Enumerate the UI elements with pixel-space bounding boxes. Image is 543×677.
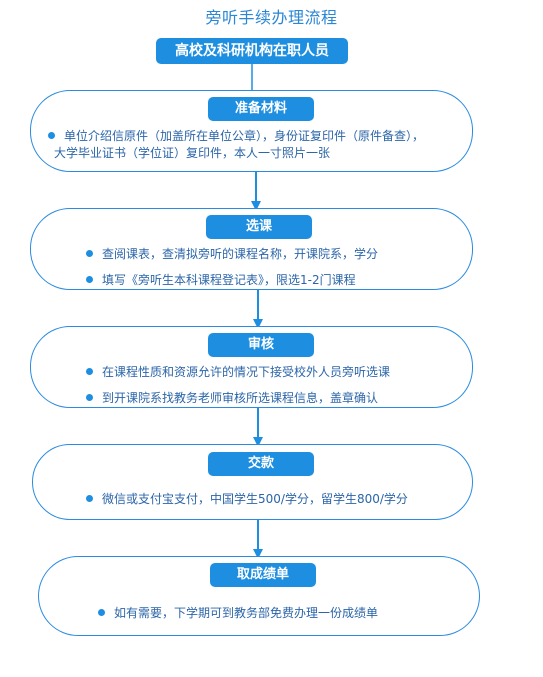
step-item-text: 填写《旁听生本科课程登记表》，限选1-2门课程 (102, 273, 356, 287)
step-label-transcript: 取成绩单 (210, 563, 316, 587)
bullet-dot (86, 276, 93, 283)
step-item-materials-1-cont: 大学毕业证书（学位证）复印件，本人一寸照片一张 (54, 146, 331, 160)
bullet-dot (86, 394, 93, 401)
step-item-course-selection-2: 填写《旁听生本科课程登记表》，限选1-2门课程 (86, 272, 356, 289)
step-item-text: 如有需要，下学期可到教务部免费办理一份成绩单 (114, 606, 379, 620)
step-label-review: 审核 (208, 333, 314, 357)
step-item-transcript-1: 如有需要，下学期可到教务部免费办理一份成绩单 (98, 605, 378, 622)
step-item-text: 微信或支付宝支付，中国学生500/学分，留学生800/学分 (102, 492, 408, 506)
bullet-dot (86, 250, 93, 257)
step-item-text: 查阅课表，查清拟旁听的课程名称，开课院系，学分 (102, 247, 379, 261)
step-label-payment: 交款 (208, 452, 314, 476)
step-item-review-1: 在课程性质和资源允许的情况下接受校外人员旁听选课 (86, 364, 390, 381)
step-item-review-2: 到开课院系找教务老师审核所选课程信息，盖章确认 (86, 390, 378, 407)
step-item-text: 在课程性质和资源允许的情况下接受校外人员旁听选课 (102, 365, 391, 379)
bullet-dot (98, 609, 105, 616)
step-item-materials-1: 单位介绍信原件（加盖所在单位公章），身份证复印件（原件备查）， (48, 128, 424, 145)
step-item-course-selection-1: 查阅课表，查清拟旁听的课程名称，开课院系，学分 (86, 246, 378, 263)
step-label-course-selection: 选课 (206, 215, 312, 239)
step-item-text: 到开课院系找教务老师审核所选课程信息，盖章确认 (102, 391, 379, 405)
page-title: 旁听手续办理流程 (205, 8, 338, 27)
start-node: 高校及科研机构在职人员 (156, 38, 348, 64)
step-item-payment-1: 微信或支付宝支付，中国学生500/学分，留学生800/学分 (86, 491, 408, 508)
step-label-materials: 准备材料 (208, 97, 314, 121)
step-item-text: 单位介绍信原件（加盖所在单位公章），身份证复印件（原件备查）， (64, 129, 425, 143)
bullet-dot (48, 132, 55, 139)
bullet-dot (86, 495, 93, 502)
bullet-dot (86, 368, 93, 375)
